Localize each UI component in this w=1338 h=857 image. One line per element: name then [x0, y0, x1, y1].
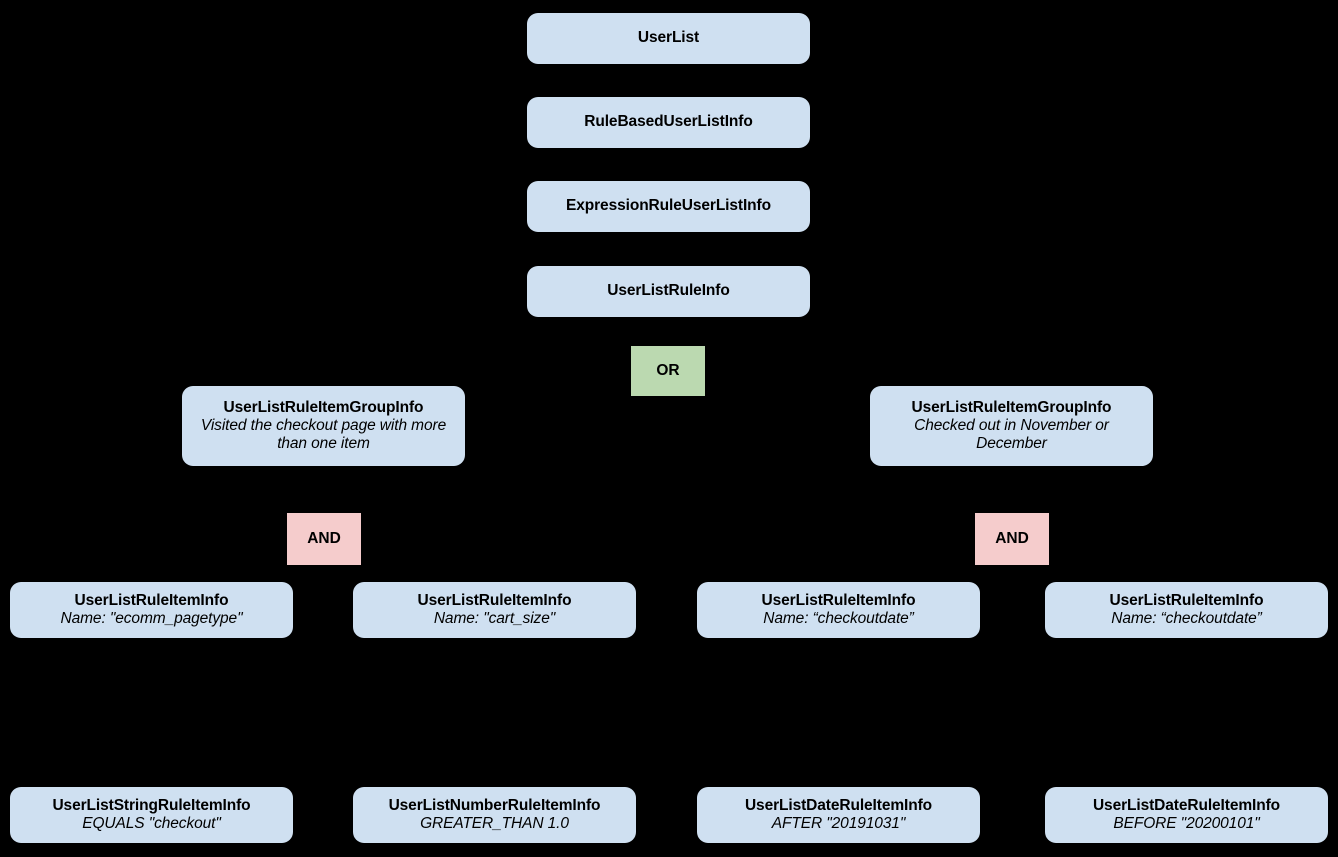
node-title: UserListRuleItemInfo [1109, 591, 1264, 609]
node-subtitle: Checked out in November or December [914, 416, 1109, 453]
node-group-right[interactable]: UserListRuleItemGroupInfo Checked out in… [870, 386, 1153, 466]
node-title: UserList [637, 29, 700, 47]
node-subtitle: Name: “checkoutdate” [1111, 610, 1262, 627]
node-title: UserListDateRuleItemInfo [1092, 796, 1281, 814]
node-subtitle: AFTER "20191031" [771, 815, 906, 832]
node-title: UserListRuleItemInfo [74, 591, 229, 609]
node-subtitle: Visited the checkout page with more than… [200, 416, 447, 453]
node-rule-item-4[interactable]: UserListRuleItemInfo Name: “checkoutdate… [1045, 582, 1328, 638]
node-title: UserListStringRuleItemInfo [52, 796, 251, 814]
node-leaf-1[interactable]: UserListStringRuleItemInfo EQUALS "check… [10, 787, 293, 843]
operator-label: AND [995, 529, 1029, 547]
node-subtitle: Name: “checkoutdate” [763, 610, 914, 627]
node-subtitle: BEFORE "20200101" [1113, 815, 1260, 832]
node-leaf-2[interactable]: UserListNumberRuleItemInfo GREATER_THAN … [353, 787, 636, 843]
node-rule-item-3[interactable]: UserListRuleItemInfo Name: “checkoutdate… [697, 582, 980, 638]
node-title: UserListRuleItemGroupInfo [223, 398, 424, 416]
operator-or[interactable]: OR [631, 346, 705, 396]
operator-and-left[interactable]: AND [287, 513, 361, 565]
operator-label: OR [656, 361, 680, 379]
node-title: UserListRuleItemInfo [417, 591, 572, 609]
node-expression-rule-user-list-info[interactable]: ExpressionRuleUserListInfo [527, 181, 810, 232]
node-subtitle: Name: "ecomm_pagetype" [60, 610, 243, 627]
node-title: ExpressionRuleUserListInfo [566, 197, 771, 215]
node-title: UserListRuleInfo [607, 282, 730, 300]
node-group-left[interactable]: UserListRuleItemGroupInfo Visited the ch… [182, 386, 465, 466]
node-rule-item-2[interactable]: UserListRuleItemInfo Name: "cart_size" [353, 582, 636, 638]
node-title: UserListDateRuleItemInfo [744, 796, 933, 814]
operator-and-right[interactable]: AND [975, 513, 1049, 565]
node-title: UserListRuleItemInfo [761, 591, 916, 609]
node-user-list-rule-info[interactable]: UserListRuleInfo [527, 266, 810, 317]
node-subtitle: GREATER_THAN 1.0 [420, 815, 569, 832]
node-rule-based-user-list-info[interactable]: RuleBasedUserListInfo [527, 97, 810, 148]
operator-label: AND [307, 529, 341, 547]
node-rule-item-1[interactable]: UserListRuleItemInfo Name: "ecomm_pagety… [10, 582, 293, 638]
node-user-list[interactable]: UserList [527, 13, 810, 64]
node-leaf-4[interactable]: UserListDateRuleItemInfo BEFORE "2020010… [1045, 787, 1328, 843]
node-leaf-3[interactable]: UserListDateRuleItemInfo AFTER "20191031… [697, 787, 980, 843]
node-subtitle: Name: "cart_size" [433, 610, 556, 627]
node-title: UserListRuleItemGroupInfo [911, 398, 1112, 416]
node-subtitle: EQUALS "checkout" [82, 815, 221, 832]
node-title: UserListNumberRuleItemInfo [388, 796, 601, 814]
node-title: RuleBasedUserListInfo [584, 113, 753, 131]
